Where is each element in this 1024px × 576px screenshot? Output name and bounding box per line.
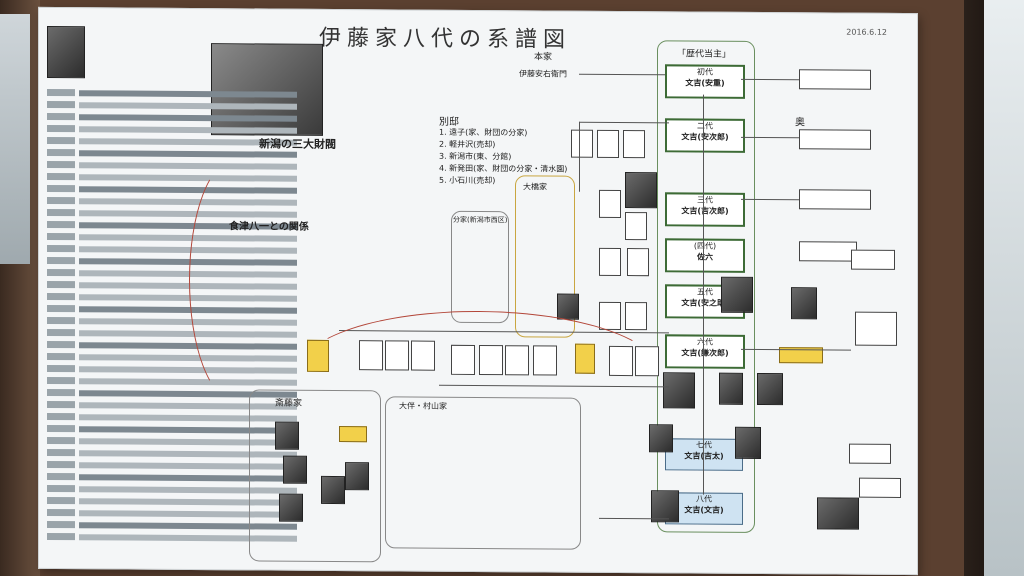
- villa-item-3: 3. 新潟市(東、分館): [439, 151, 512, 162]
- adjacent-sign: [0, 14, 30, 264]
- portrait-photo: [625, 172, 657, 209]
- name-box: [625, 212, 647, 241]
- portrait-photo: [557, 293, 579, 320]
- villa-heading: 別邸: [439, 116, 459, 128]
- name-box: [599, 301, 621, 330]
- name-box: [599, 247, 621, 276]
- villa-item-4: 4. 新発田(家、財団の分家・清水園): [439, 163, 568, 174]
- door-frame: [964, 0, 1024, 576]
- portrait-photo: [283, 455, 307, 484]
- gen6-name: 文吉(謙次郎): [681, 348, 729, 358]
- zaibatsu-heading: 新潟の三大財閥: [259, 137, 336, 152]
- gen2-name: 文吉(安次郎): [681, 132, 729, 142]
- gen4-box: (四代) 佐六: [665, 238, 745, 273]
- okusama-label: 奥: [795, 117, 805, 129]
- name-box: [625, 302, 647, 331]
- portrait-photo-top-left: [47, 25, 85, 79]
- gen1-name: 文吉(安重): [685, 78, 725, 88]
- portrait-photo: [279, 493, 303, 522]
- name-box: [859, 477, 901, 498]
- portrait-photo: [321, 475, 345, 505]
- portrait-photo: [735, 426, 761, 459]
- saito-label: 斎藤家: [275, 398, 303, 409]
- gold-box-3: [339, 426, 367, 443]
- gen7-name: 文吉(吉太): [684, 451, 724, 461]
- portrait-photo: [721, 276, 753, 313]
- honke-label: 本家: [533, 52, 552, 63]
- board-date: 2016.6.12: [846, 27, 887, 37]
- portrait-photo: [791, 287, 817, 320]
- name-box: [799, 241, 857, 262]
- villa-item-5: 5. 小石川(売却): [439, 175, 496, 186]
- gen7-box: 七代 文吉(吉太): [665, 438, 743, 471]
- annotation-curve: [189, 158, 281, 402]
- gen1-label: 初代: [697, 67, 713, 77]
- name-box: [627, 248, 649, 277]
- gen3-label: 三代: [697, 195, 713, 205]
- gen6-box: 六代 文吉(謙次郎): [665, 334, 745, 369]
- portrait-photo: [719, 372, 743, 405]
- bunke-label: 分家(新潟市西区): [453, 215, 508, 225]
- name-box: [849, 443, 891, 464]
- portrait-photo: [817, 497, 859, 530]
- name-box: [799, 189, 871, 210]
- name-box: [571, 129, 593, 158]
- genealogy-board: 伊藤家八代の系譜図 2016.6.12: [38, 6, 918, 576]
- gen2-label: 二代: [697, 121, 713, 131]
- gen3-name: 文吉(吉次郎): [681, 206, 729, 216]
- connector-line: [599, 517, 669, 520]
- portrait-photo: [275, 421, 299, 450]
- portrait-photo: [345, 462, 369, 491]
- villa-item-1: 1. 遠子(家、財団の分家): [439, 127, 528, 138]
- gen7-label: 七代: [696, 440, 712, 450]
- villa-item-2: 2. 軽井沢(売却): [439, 139, 496, 150]
- name-box: [799, 69, 871, 90]
- name-box: [599, 189, 621, 218]
- gen6-label: 六代: [697, 337, 713, 347]
- ohashi-label: 大橋家: [523, 182, 547, 192]
- connector-line: [579, 121, 580, 192]
- name-box: [851, 249, 895, 270]
- portrait-photo: [663, 372, 695, 409]
- gen2-box: 二代 文吉(安次郎): [665, 118, 745, 153]
- bunke-region: [451, 210, 509, 324]
- gen4-name: 佐六: [697, 252, 713, 262]
- name-box: [597, 129, 619, 158]
- honke-box: 本家 伊藤安右衛門: [507, 49, 579, 90]
- gen1-box: 初代 文吉(安重): [665, 64, 745, 99]
- honke-name: 伊藤安右衛門: [519, 69, 567, 79]
- name-box: [855, 311, 897, 346]
- connector-line: [579, 121, 669, 124]
- door-glass: [984, 0, 1024, 576]
- connector-line: [703, 94, 704, 495]
- name-box: [799, 129, 871, 150]
- name-box: [623, 130, 645, 159]
- portrait-photo: [649, 424, 673, 453]
- connector-line: [579, 73, 665, 76]
- rekidai-label: 「歴代当主」: [677, 49, 732, 60]
- gen3-box: 三代 文吉(吉次郎): [665, 192, 745, 227]
- portrait-photo: [757, 372, 783, 406]
- gen4-label: (四代): [693, 241, 717, 251]
